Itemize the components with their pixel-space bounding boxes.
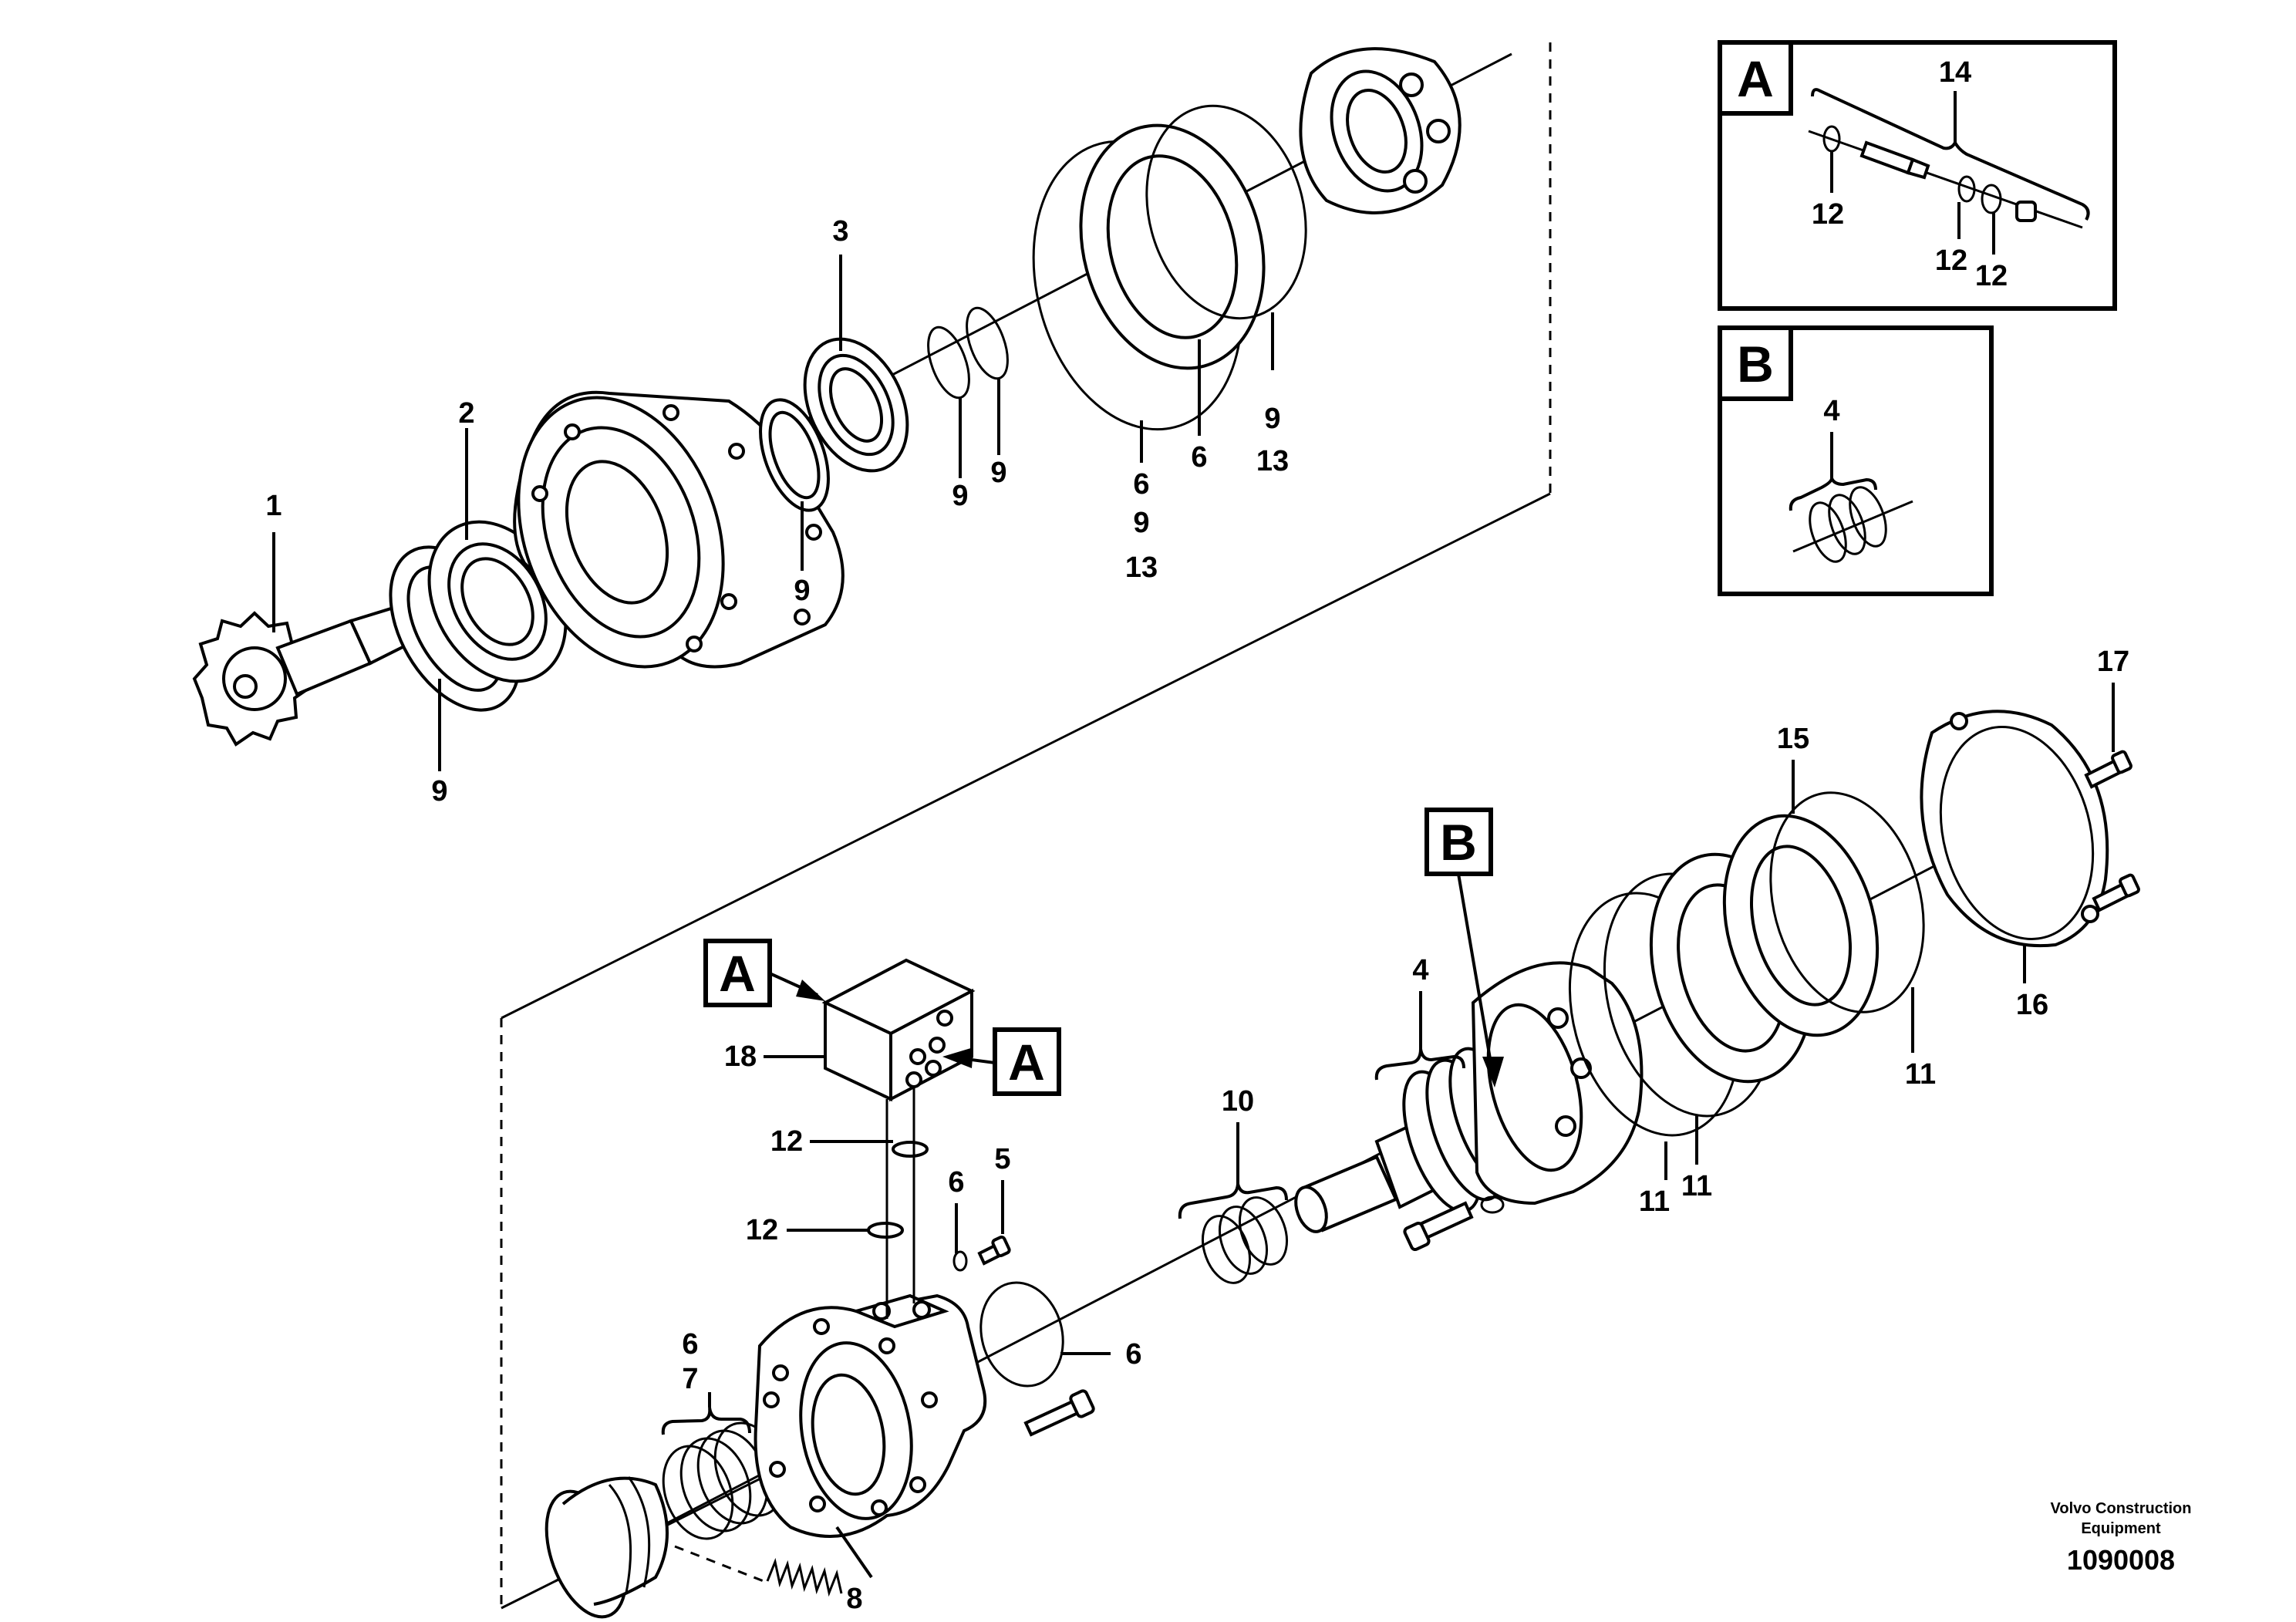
lower-assembly xyxy=(544,710,2140,1619)
relief-valve-block xyxy=(821,958,976,1102)
detail-b-letter: B xyxy=(1737,336,1774,393)
callout-9-snap-a: 9 xyxy=(952,480,968,512)
company-name-line2: Equipment xyxy=(2081,1520,2161,1537)
o-ring-12-lower xyxy=(867,1222,904,1239)
lower-callouts: 18 12 12 6 5 6 6 7 8 10 4 11 11 11 15 16… xyxy=(682,646,2129,1615)
company-name-line1: Volvo Construction xyxy=(2051,1500,2192,1517)
callout-13-seal-b: 13 xyxy=(1256,445,1289,477)
callout-5: 5 xyxy=(994,1143,1010,1175)
assembly-boundary xyxy=(500,42,1552,1610)
detail-box-b: B 4 xyxy=(1718,325,1994,596)
gear-housing xyxy=(513,390,845,669)
pinion-shaft xyxy=(192,603,419,747)
callout-16: 16 xyxy=(2016,989,2048,1021)
callout-8: 8 xyxy=(846,1583,862,1615)
floating-seal-6 xyxy=(1079,123,1266,370)
o-ring-6 xyxy=(979,1281,1064,1388)
motor-cover xyxy=(754,1293,987,1538)
ref-a-lower: A xyxy=(1008,1034,1045,1091)
upper-assembly xyxy=(192,47,1512,747)
snap-ring-11 xyxy=(1769,791,1925,1013)
ref-a-upper: A xyxy=(719,945,756,1002)
seal-ring-9 xyxy=(759,398,830,512)
callout-11-c: 11 xyxy=(1905,1058,1936,1091)
callout-6-seal-a: 6 xyxy=(1133,468,1149,501)
callout-15: 15 xyxy=(1777,723,1809,755)
upper-callouts: 1 2 9 3 9 9 9 6 9 13 6 9 13 xyxy=(265,215,1289,808)
detail-a-callout-12b: 12 xyxy=(1935,244,1967,277)
cover-bolt xyxy=(1023,1389,1095,1437)
detail-a-callout-12a: 12 xyxy=(1812,198,1844,231)
spring-set xyxy=(662,1421,786,1540)
bearing-3 xyxy=(803,337,909,473)
callout-9-seal-a: 9 xyxy=(1133,507,1149,539)
detail-a-callout-14: 14 xyxy=(1939,56,1971,89)
o-ring-right xyxy=(1145,104,1307,320)
callout-12-lower: 12 xyxy=(746,1214,778,1246)
callout-2: 2 xyxy=(458,397,474,430)
lower-leaders xyxy=(661,683,2115,1579)
callout-9-ring: 9 xyxy=(794,575,810,607)
end-cover-16 xyxy=(1920,710,2109,948)
o-ring-12-upper xyxy=(892,1141,929,1158)
spring-cage xyxy=(544,1476,669,1619)
callout-9-seal-b: 9 xyxy=(1264,403,1280,435)
detail-box-a: A 14 12 12 12 xyxy=(1718,40,2117,311)
callout-3: 3 xyxy=(832,215,848,248)
brake-disc-15 xyxy=(1722,814,1880,1037)
detail-b-callout-4: 4 xyxy=(1823,395,1839,427)
callout-6-spring: 6 xyxy=(682,1328,698,1361)
detail-a-letter: A xyxy=(1737,50,1774,107)
cylinder-block xyxy=(1471,961,1644,1206)
callout-1: 1 xyxy=(265,490,282,522)
small-bolt-5 xyxy=(952,1235,1011,1272)
seal-rings-10 xyxy=(1202,1196,1288,1284)
callout-10: 10 xyxy=(1222,1085,1254,1118)
bearing-nut xyxy=(1299,47,1462,214)
footer: Volvo Construction Equipment 1090008 xyxy=(2051,1500,2192,1576)
detail-a-callout-12c: 12 xyxy=(1975,260,2008,292)
small-spring xyxy=(766,1557,843,1597)
callout-9-snap-b: 9 xyxy=(990,457,1006,489)
callout-4: 4 xyxy=(1412,954,1428,986)
callout-13-seal-a: 13 xyxy=(1125,551,1158,584)
callout-11-b: 11 xyxy=(1681,1170,1712,1202)
callout-6-bolt: 6 xyxy=(948,1166,964,1199)
reference-boxes: A A B xyxy=(703,808,1504,1096)
callout-6-seal-b: 6 xyxy=(1191,441,1207,474)
callout-9-seal: 9 xyxy=(431,775,447,808)
cylinder-bolt xyxy=(1403,1195,1505,1252)
callout-18: 18 xyxy=(724,1040,757,1073)
upper-leaders xyxy=(272,255,1274,771)
callout-6-o-ring: 6 xyxy=(1125,1338,1141,1371)
callout-12-upper: 12 xyxy=(770,1125,803,1158)
callout-11-a: 11 xyxy=(1639,1185,1670,1218)
drawing-number: 1090008 xyxy=(2067,1544,2175,1576)
ref-b: B xyxy=(1440,814,1477,871)
callout-7: 7 xyxy=(682,1363,698,1395)
callout-17: 17 xyxy=(2097,646,2129,678)
cover-bolt-17 xyxy=(2084,750,2140,912)
